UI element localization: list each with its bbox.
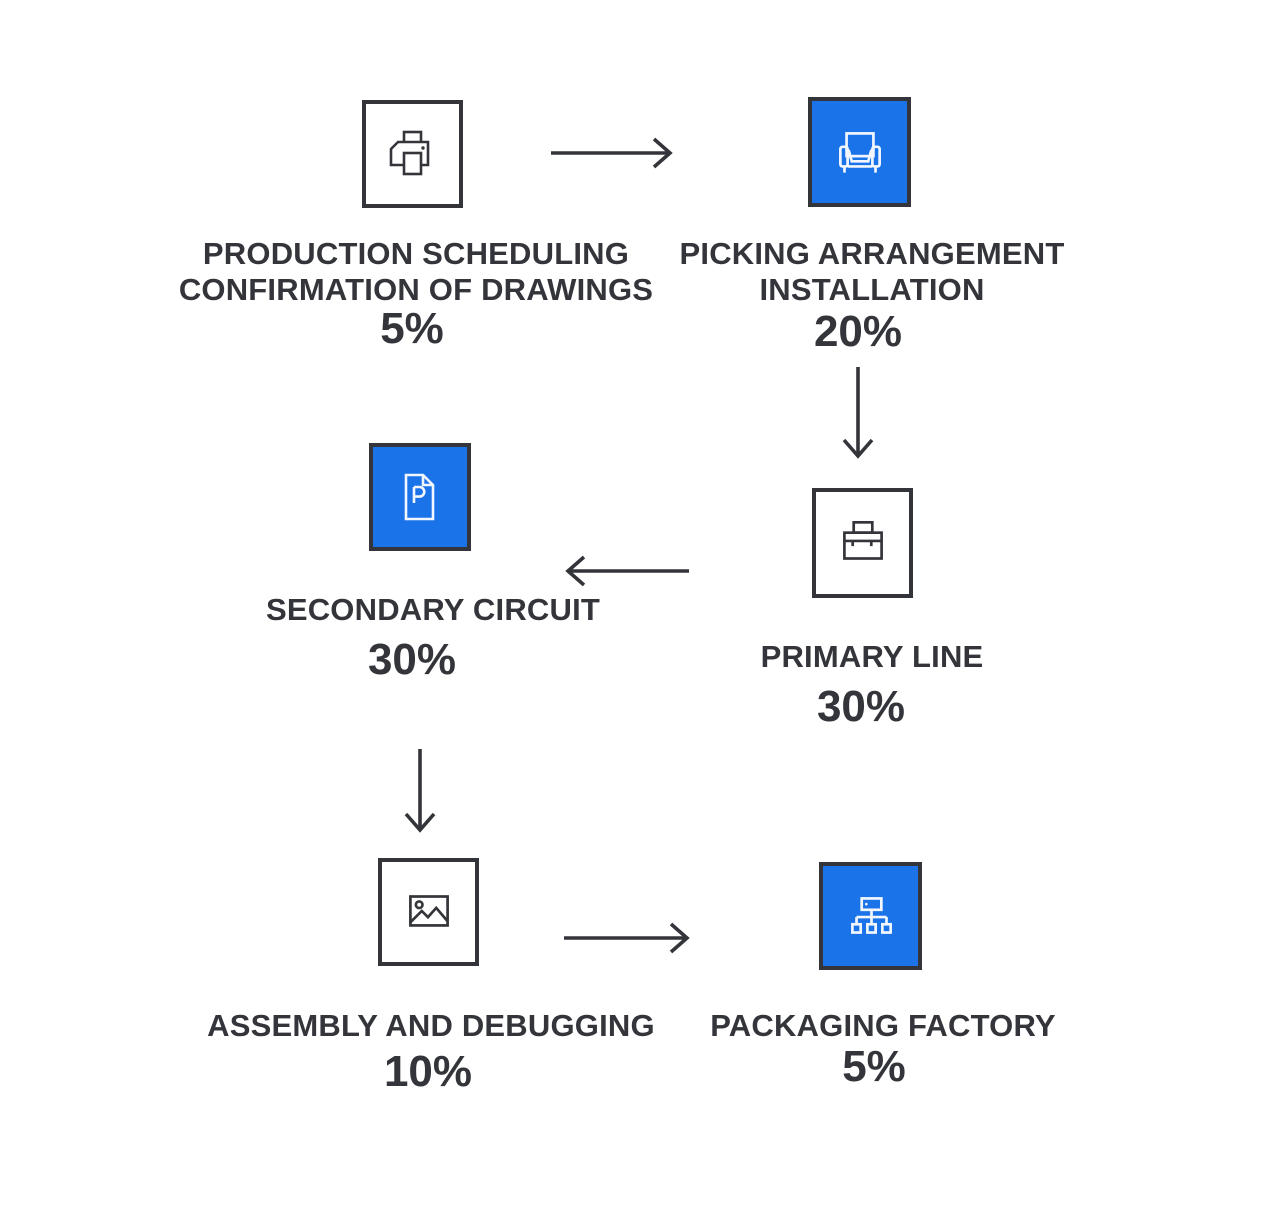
stage-percent: 5%: [842, 1042, 906, 1091]
node-packaging-factory: [819, 862, 922, 970]
arrow-down-icon: [842, 367, 874, 459]
stage-label: PRIMARY LINE: [612, 639, 1132, 675]
stage-label: PICKING ARRANGEMENT INSTALLATION: [612, 236, 1132, 308]
arrow-right-icon: [564, 922, 690, 954]
stage-percent: 10%: [383, 1047, 473, 1096]
stage-label-line: INSTALLATION: [759, 272, 985, 307]
stage-percent: 20%: [813, 307, 903, 356]
stage-label-line: PRODUCTION SCHEDULING: [202, 236, 630, 271]
briefcase-icon: [842, 520, 883, 560]
node-secondary-circuit: [369, 443, 471, 551]
node-production-scheduling: [362, 100, 463, 208]
stage-percent: 30%: [367, 635, 457, 684]
stage-percent: 5%: [380, 304, 444, 353]
arrow-down-icon: [404, 749, 436, 833]
stage-label: SECONDARY CIRCUIT: [173, 592, 693, 628]
stage-label-line: PICKING ARRANGEMENT: [679, 236, 1065, 271]
armchair-icon: [838, 132, 881, 173]
stage-percent: 30%: [816, 682, 906, 731]
node-picking-arrangement: [808, 97, 911, 207]
stage-label: PRODUCTION SCHEDULING CONFIRMATION OF DR…: [156, 236, 676, 308]
stage-label-line: CONFIRMATION OF DRAWINGS: [178, 272, 654, 307]
sitemap-icon: [850, 897, 892, 934]
node-primary-line: [812, 488, 913, 598]
printer-icon: [389, 130, 429, 176]
document-p-icon: [404, 473, 435, 521]
stage-label: PACKAGING FACTORY: [623, 1008, 1143, 1044]
node-assembly-debugging: [378, 858, 479, 966]
stage-label-line: PACKAGING FACTORY: [710, 1008, 1056, 1043]
stage-label-line: PRIMARY LINE: [760, 639, 984, 674]
image-icon: [408, 895, 449, 927]
arrow-right-icon: [551, 137, 673, 169]
stage-label-line: ASSEMBLY AND DEBUGGING: [207, 1008, 655, 1043]
arrow-left-icon: [565, 555, 689, 587]
stage-label-line: SECONDARY CIRCUIT: [265, 592, 601, 627]
stage-label: ASSEMBLY AND DEBUGGING: [171, 1008, 691, 1044]
